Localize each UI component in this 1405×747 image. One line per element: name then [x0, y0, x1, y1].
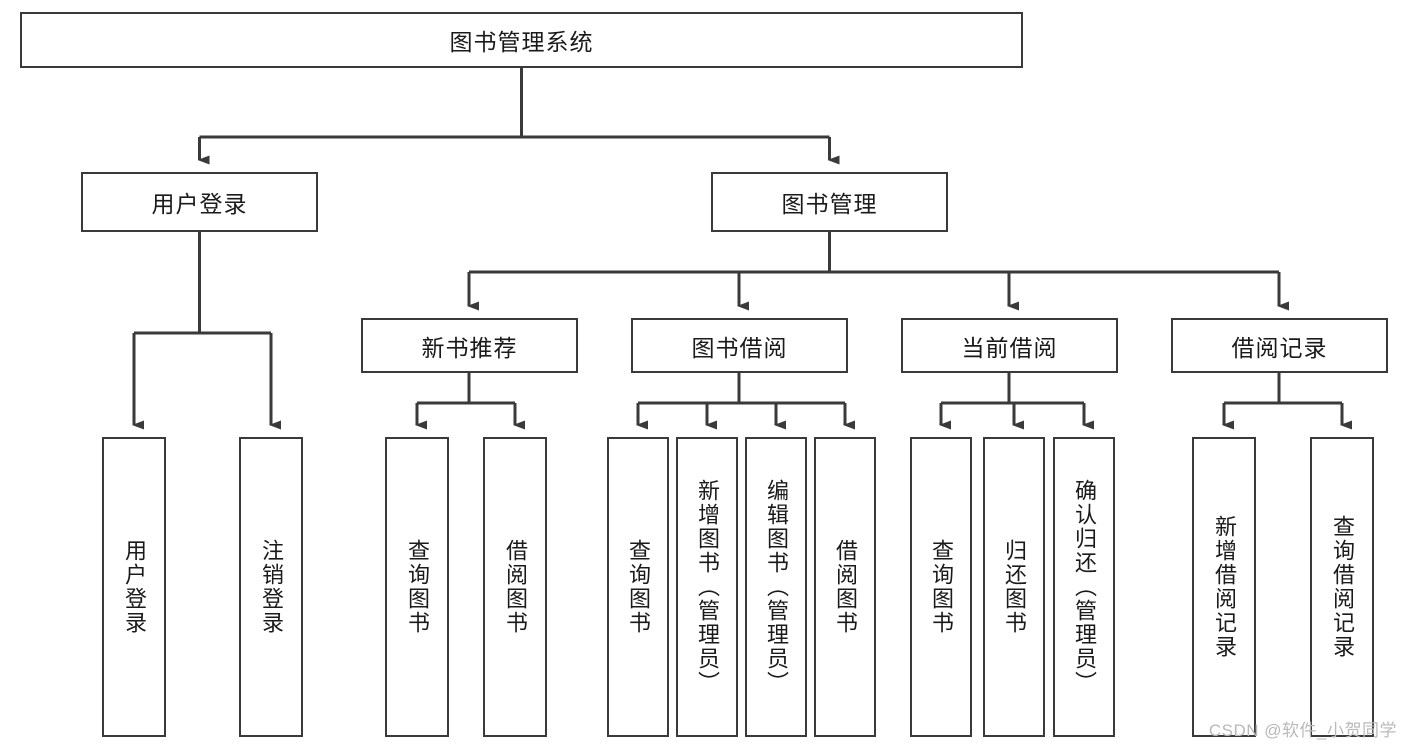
node-user-login[interactable]: 用户登录: [81, 172, 318, 232]
node-label: 用户登录: [122, 539, 147, 635]
leaf-logout[interactable]: 注销登录: [239, 437, 303, 737]
node-new-book-recommend[interactable]: 新书推荐: [361, 318, 578, 373]
leaf-query-book-cb[interactable]: 查询图书: [910, 437, 972, 737]
node-label: 编辑图书（管理员）: [764, 479, 789, 695]
leaf-add-borrow-record[interactable]: 新增借阅记录: [1192, 437, 1256, 737]
node-borrow-record[interactable]: 借阅记录: [1171, 318, 1388, 373]
node-label: 注销登录: [259, 539, 284, 635]
node-label: 用户登录: [151, 191, 248, 217]
node-label: 图书管理: [781, 191, 878, 217]
leaf-user-login[interactable]: 用户登录: [102, 437, 166, 737]
node-label: 查询借阅记录: [1330, 515, 1355, 659]
node-label: 新增图书（管理员）: [695, 479, 720, 695]
leaf-query-book-bb[interactable]: 查询图书: [607, 437, 669, 737]
node-label: 新书推荐: [421, 334, 518, 361]
node-label: 查询图书: [929, 539, 954, 635]
node-label: 图书借阅: [691, 334, 788, 361]
node-label: 确认归还（管理员）: [1072, 479, 1097, 695]
node-label: 借阅图书: [833, 539, 858, 635]
node-label: 查询图书: [405, 539, 430, 635]
leaf-edit-book-admin[interactable]: 编辑图书（管理员）: [745, 437, 807, 737]
leaf-query-book-nb[interactable]: 查询图书: [385, 437, 449, 737]
node-label: 归还图书: [1002, 539, 1027, 635]
leaf-add-book-admin[interactable]: 新增图书（管理员）: [676, 437, 738, 737]
leaf-borrow-book-bb[interactable]: 借阅图书: [814, 437, 876, 737]
node-label: 查询图书: [626, 539, 651, 635]
node-current-borrow[interactable]: 当前借阅: [901, 318, 1118, 373]
node-label: 新增借阅记录: [1212, 515, 1237, 659]
node-book-management[interactable]: 图书管理: [711, 172, 948, 232]
node-label: 图书管理系统: [449, 29, 594, 55]
leaf-query-borrow-record[interactable]: 查询借阅记录: [1310, 437, 1374, 737]
leaf-confirm-return-admin[interactable]: 确认归还（管理员）: [1053, 437, 1115, 737]
node-label: 借阅记录: [1231, 334, 1328, 361]
csdn-watermark: CSDN @软件_小贺同学: [1208, 721, 1397, 740]
node-root[interactable]: 图书管理系统: [20, 12, 1023, 68]
node-label: 借阅图书: [503, 539, 528, 635]
node-book-borrow[interactable]: 图书借阅: [631, 318, 848, 373]
leaf-return-book[interactable]: 归还图书: [983, 437, 1045, 737]
leaf-borrow-book-nb[interactable]: 借阅图书: [483, 437, 547, 737]
node-label: 当前借阅: [961, 334, 1058, 361]
